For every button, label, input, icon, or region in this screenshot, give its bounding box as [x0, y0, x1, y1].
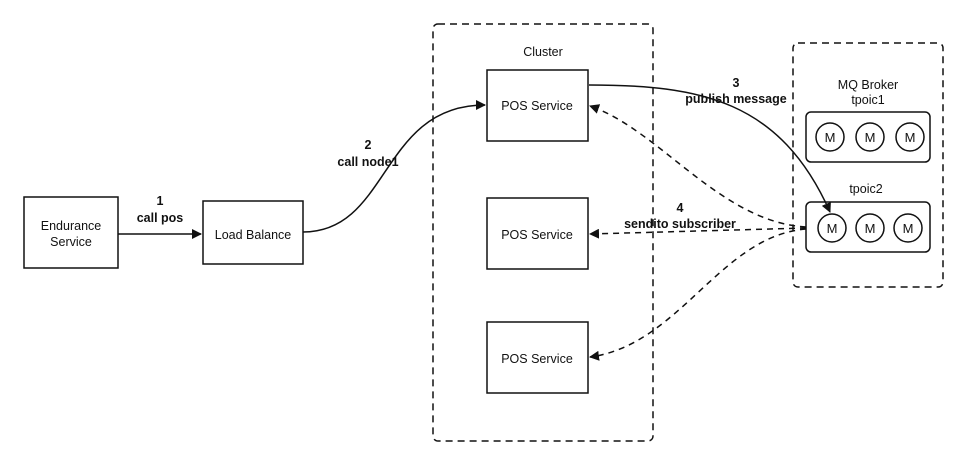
topic2-title: tpoic2	[849, 182, 882, 196]
load-balance-node[interactable]: Load Balance	[202, 200, 304, 265]
topic1-title: tpoic1	[851, 93, 884, 107]
pos-service-node-3[interactable]: POS Service	[486, 321, 589, 394]
cluster-group: Cluster	[432, 23, 654, 442]
endurance-service-node[interactable]: Endurance Service	[23, 196, 119, 269]
edge-3-number: 3	[733, 76, 740, 90]
pos-service-label: POS Service	[501, 99, 573, 113]
pos-service-label: POS Service	[501, 228, 573, 242]
message-circle	[855, 213, 885, 243]
message-label: M	[865, 221, 876, 236]
edge-1-label: call pos	[137, 211, 184, 225]
edge-1-number: 1	[157, 194, 164, 208]
mq-broker-title: MQ Broker	[838, 78, 898, 92]
message-circle	[893, 213, 923, 243]
edge-2-label: call node1	[337, 155, 398, 169]
edge-send-to-pos-1	[589, 104, 807, 228]
edge-4-label: sendito subscriber	[624, 217, 736, 231]
edge-send-to-pos-3	[589, 228, 807, 361]
endurance-service-label-line1: Endurance	[41, 219, 102, 233]
load-balance-label: Load Balance	[215, 228, 292, 242]
message-circle	[817, 213, 847, 243]
edge-call-node1	[302, 100, 486, 233]
pos-service-label: POS Service	[501, 352, 573, 366]
message-label: M	[825, 130, 836, 145]
edge-send-to-pos-2	[589, 227, 807, 239]
message-circle	[815, 122, 845, 152]
message-label: M	[865, 130, 876, 145]
pos-service-node-2[interactable]: POS Service	[486, 197, 589, 270]
mq-broker-group: MQ Broker tpoic1 tpoic2	[792, 42, 944, 288]
message-label: M	[903, 221, 914, 236]
topic1-queue: M M M	[805, 111, 931, 163]
message-circle	[895, 122, 925, 152]
pos-service-node-1[interactable]: POS Service	[486, 69, 589, 142]
endurance-service-label-line2: Service	[50, 235, 92, 249]
cluster-title: Cluster	[523, 45, 563, 59]
edge-4-number: 4	[677, 201, 684, 215]
edge-2-number: 2	[365, 138, 372, 152]
message-label: M	[827, 221, 838, 236]
message-circle	[855, 122, 885, 152]
edge-publish-message	[588, 84, 831, 213]
edge-3-label: publish message	[685, 92, 786, 106]
topic2-queue: M M M	[805, 201, 931, 253]
message-label: M	[905, 130, 916, 145]
